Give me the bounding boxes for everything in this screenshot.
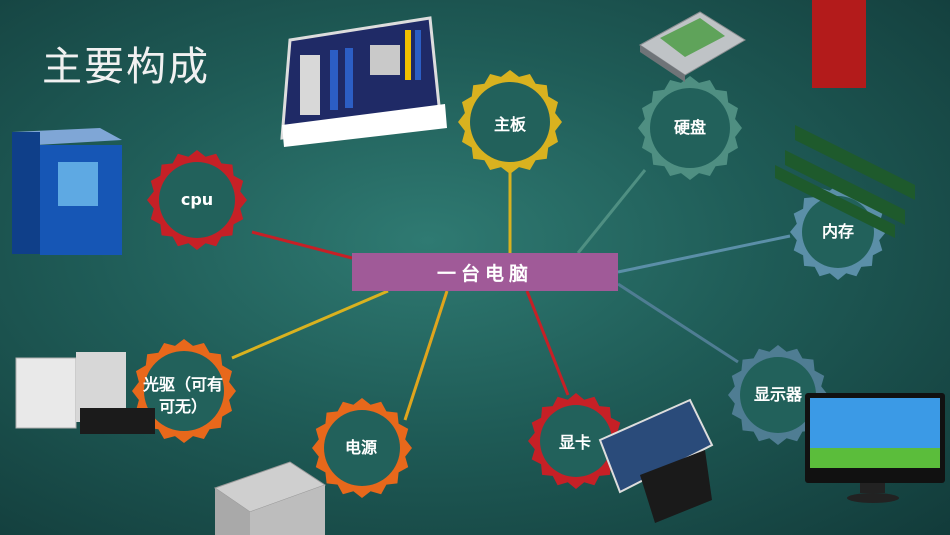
node-label-memory: 内存 [821, 222, 854, 242]
link-gpu [525, 290, 570, 396]
node-label-cpu: cpu [180, 190, 214, 210]
power-supply-picture [213, 461, 327, 535]
gear-center-monitor [740, 357, 816, 433]
link-power [403, 290, 449, 421]
red-accent-tab [812, 0, 866, 88]
gear-center-harddisk [650, 88, 730, 168]
harddisk-picture [639, 11, 746, 82]
gear-center-motherboard [470, 82, 550, 162]
link-monitor [617, 282, 739, 364]
gear-center-gpu [540, 405, 612, 477]
node-label-gpu: 显卡 [558, 433, 591, 453]
node-label-motherboard: 主板 [493, 115, 526, 135]
link-memory [617, 234, 791, 274]
node-label-optical: 光驱（可有可无） [142, 375, 223, 416]
motherboard-picture [280, 16, 447, 147]
node-label-harddisk: 硬盘 [673, 118, 706, 138]
node-label-power: 电源 [344, 438, 377, 458]
gear-center-power [324, 410, 400, 486]
graphics-card-picture [598, 398, 714, 523]
memory-picture [775, 125, 915, 238]
dvd-drive-picture [15, 352, 155, 434]
link-optical [231, 289, 389, 360]
slide-title: 主要构成 [42, 44, 210, 90]
node-label-monitor: 显示器 [753, 385, 802, 405]
gear-center-cpu [159, 162, 235, 238]
link-harddisk [576, 169, 647, 254]
link-cpu [251, 230, 353, 260]
cpu-box-picture [12, 128, 122, 255]
center-computer-box: 一台电脑 [352, 253, 618, 291]
gear-center-optical [144, 351, 224, 431]
monitor-picture [805, 393, 945, 503]
